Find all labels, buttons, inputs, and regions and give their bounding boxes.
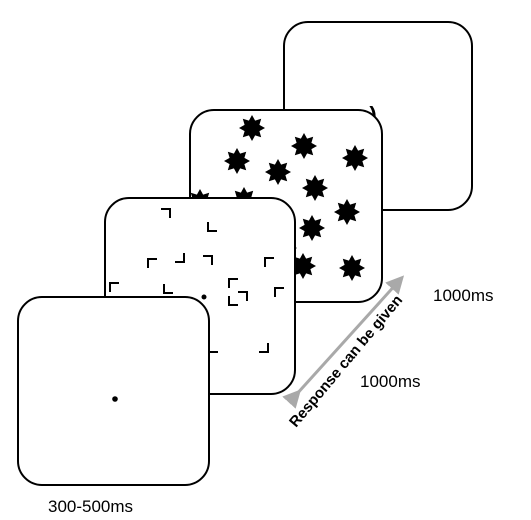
corner-bracket <box>175 253 185 263</box>
star-shape <box>299 215 325 241</box>
star-shape <box>265 159 291 185</box>
corner-bracket <box>203 255 213 265</box>
fixation-dot <box>112 396 118 402</box>
response-window-label: Response can be given <box>286 292 406 431</box>
star-shape <box>290 253 316 279</box>
star-shape <box>302 175 328 201</box>
star-shape <box>342 145 368 171</box>
star-shape <box>339 255 365 281</box>
star-shape <box>239 115 265 141</box>
corner-bracket <box>207 222 217 232</box>
corner-bracket <box>259 343 269 353</box>
stimulus-duration-label: 1000ms <box>433 286 493 305</box>
corners-fixation-dot <box>201 294 207 300</box>
corner-bracket <box>147 258 157 268</box>
star-shape <box>224 148 250 174</box>
corner-bracket <box>161 208 171 218</box>
corner-bracket <box>109 282 119 292</box>
corner-bracket <box>238 291 248 301</box>
corner-bracket <box>163 284 173 294</box>
star-shape <box>291 133 317 159</box>
corner-bracket <box>228 278 238 288</box>
fixation-screen <box>17 296 210 486</box>
fixation-duration-label: 300-500ms <box>48 497 133 516</box>
corner-bracket <box>228 296 238 306</box>
star-shape <box>334 199 360 225</box>
corner-bracket <box>264 257 274 267</box>
corner-bracket <box>274 287 284 297</box>
response-window-arrow <box>282 275 405 409</box>
feedback-duration-label: 1000ms <box>360 372 420 391</box>
